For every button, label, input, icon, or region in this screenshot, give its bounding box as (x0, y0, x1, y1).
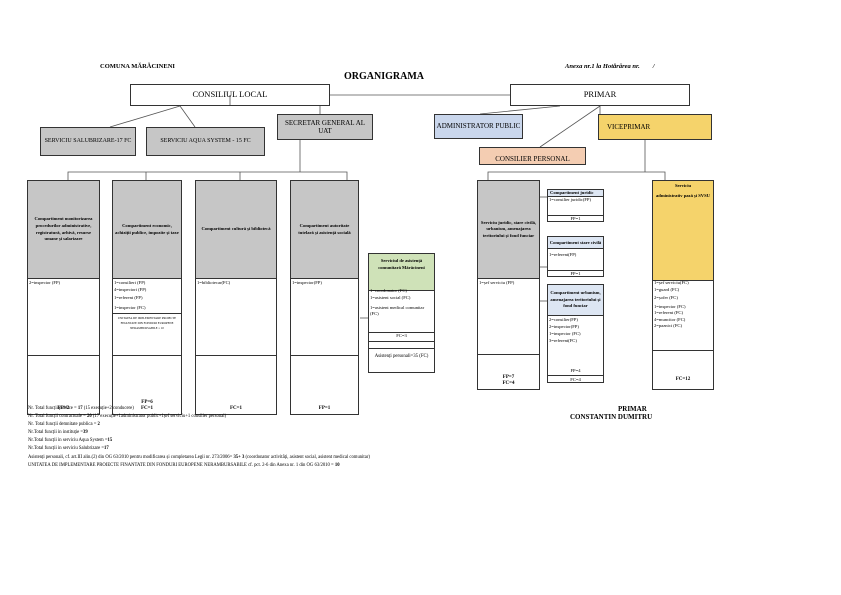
staff-item: 1=asistent social (FC) (370, 295, 411, 301)
box-title: Compartiment juridic (548, 190, 603, 198)
staff-item: 2=șofer (FC) (654, 294, 678, 300)
staff-list: 1=bibliotecar(FC) (197, 279, 275, 286)
salubrizare-box: SERVICIU SALUBRIZARE-17 FC (40, 127, 136, 156)
totals: FP=2 (28, 355, 99, 414)
staff-item: 2=inspector (FP) (29, 280, 61, 285)
column-title: Compartiment economic, achiziții publice… (113, 181, 181, 279)
personal-assistants: Asistenți personali=35 (FC) (369, 348, 434, 360)
staff-list: 1=consilieri (FP) 4=inspectori (FP) 1=re… (114, 279, 180, 311)
compartiment-urbanism-box: Compartiment urbanism, amenajarea terito… (547, 284, 604, 383)
staff-item: 2=paznici (FC) (654, 323, 682, 329)
page-title: ORGANIGRAMA (344, 71, 424, 82)
staff-item: 1=consilieri (FP) (114, 280, 146, 285)
column-title: Compartiment monitorizarea procedurilor … (28, 181, 99, 279)
staff-item: 1=referent(FP) (549, 252, 577, 257)
totals: FC=12 (653, 350, 713, 389)
secretar-general-box: SECRETAR GENERAL AL UAT (277, 114, 373, 140)
staff-item: 1=consilier juridic(FP) (549, 197, 592, 203)
staff-item: 1=referent (FP) (114, 294, 143, 300)
consiliul-local-box: CONSILIUL LOCAL (130, 84, 330, 106)
signature-name: CONSTANTIN DUMITRU (570, 413, 653, 421)
staff-item: 4=muncitor (FC) (654, 316, 686, 322)
total-fp: FP=6 (141, 400, 153, 405)
staff-item: 1=asistent medical comunitar (FC) (370, 304, 425, 316)
total-fc: FC=3 (369, 332, 434, 342)
total-fc: FC=4 (502, 381, 515, 386)
title-line: administrativ pază și SVSU (656, 192, 710, 198)
staff-item: 3=referent(FC) (549, 338, 577, 344)
primar-box: PRIMAR (510, 84, 690, 106)
staff-item: 2=inspector(FP) (549, 324, 579, 330)
compartiment-juridic-box: Compartiment juridic 1=consilier juridic… (547, 189, 604, 222)
staff-item: 1=coordonator (FC) (370, 288, 407, 293)
staff-item: 1=șef serviciu (FP) (479, 280, 515, 285)
staff-item: 4=inspectori (FP) (114, 287, 147, 293)
staff-item: 1=inspector (FC) (114, 305, 146, 311)
total-fp: FP=1 (548, 270, 603, 276)
column-title: Compartiment cultură și bibliotecă (196, 181, 276, 279)
column-title: Serviciul de asistență comunitară Mărăci… (369, 254, 434, 291)
total-fc: FC=12 (675, 377, 691, 382)
column-title: Serviciu juridic, stare civilă, urbanism… (478, 181, 539, 279)
annex-label: Anexa nr.1 la Hotărârea nr. / (565, 63, 655, 70)
consilier-personal-box: CONSILIER PERSONAL (479, 147, 586, 165)
total-fp: FP=1 (548, 215, 603, 221)
note-line: UNITATEA DE IMPLEMENTARE PROIECTE FINANT… (28, 462, 340, 468)
total-fp: FP=4 (570, 368, 581, 373)
box-title: Compartiment urbanism, amenajarea terito… (548, 285, 603, 316)
compartiment-stare-civila-box: Compartiment stare civilă 1=referent(FP)… (547, 236, 604, 277)
total-fp: FP=1 (318, 406, 331, 411)
aqua-system-box: SERVICIU AQUA SYSTEM - 15 FC (146, 127, 265, 156)
staff-item: 1=guard (FC) (654, 287, 680, 293)
signature-role: PRIMAR (618, 405, 647, 413)
staff-item: 1=inspector(FP) (292, 280, 322, 285)
column-juridic: Serviciu juridic, stare civilă, urbanism… (477, 180, 540, 390)
staff-item: 1=inspector (FC) (549, 331, 581, 337)
staff-list: 1=coordonator (FC) 1=asistent social (FC… (370, 287, 433, 317)
total-fc: FC=1 (229, 406, 242, 411)
staff-item: 2=consilier(FP) (549, 317, 578, 322)
column-economic: Compartiment economic, achiziții publice… (112, 180, 182, 415)
note-line: Nr.Total funcții in serviciu Salubrizare… (28, 446, 109, 452)
total-fc: FC=4 (548, 375, 603, 383)
column-autoritate-tutelara: Compartiment autoritate tutelară și asis… (290, 180, 359, 415)
total-fp: FP=2 (57, 406, 70, 411)
note-line: Nr. Total funcții demnitate publica = 2 (28, 422, 100, 428)
title-line: Serviciu (674, 183, 692, 188)
summary-notes: Nr. Total funcții publice = 17 (15 execu… (28, 405, 370, 470)
note-line: Nr. Total funcții contractuale = 20 (17 … (28, 414, 227, 420)
note-line: Nr. Total funcții publice = 17 (15 execu… (28, 406, 134, 411)
commune-name: COMUNA MĂRĂCINENI (100, 63, 175, 70)
staff-list: 1=șef serviciu(FC) 1=guard (FC) 2=șofer … (654, 279, 712, 330)
implementation-unit: UNITATEA DE IMPLEMENTARE PROIECTE FINANT… (113, 313, 181, 338)
column-monitorizare: Compartiment monitorizarea procedurilor … (27, 180, 100, 415)
staff-list: 2=consilier(FP) 2=inspector(FP) 1=inspec… (548, 316, 603, 344)
column-title: Compartiment autoritate tutelară și asis… (291, 181, 358, 279)
column-administrativ: Serviciu administrativ pază și SVSU 1=șe… (652, 180, 714, 390)
total-fp: FP=7 (502, 375, 515, 380)
administrator-public-box: ADMINISTRATOR PUBLIC (434, 114, 523, 139)
totals: FP=1 (291, 355, 358, 414)
staff-item: 1=referent (FC) (654, 310, 683, 316)
column-title: Serviciu administrativ pază și SVSU (653, 181, 713, 281)
staff-item: 1=inspector (FC) (654, 304, 686, 310)
staff-item: 1=bibliotecar(FC) (197, 280, 231, 285)
column-cultura: Compartiment cultură și bibliotecă 1=bib… (195, 180, 277, 415)
note-line: Nr.Total funcții in serviciu Aqua System… (28, 438, 113, 444)
note-line: Asistenți personali, cf. art.III alin.(2… (28, 454, 370, 460)
totals: FC=1 (196, 355, 276, 414)
total-fc: FC=1 (140, 406, 153, 411)
viceprimar-box: VICEPRIMAR (598, 114, 712, 140)
staff-list: 2=inspector (FP) (29, 279, 98, 286)
staff-list: 1=șef serviciu (FP) (479, 279, 538, 286)
asistenta-comunitara-box: Serviciul de asistență comunitară Mărăci… (368, 253, 435, 373)
staff-item: 1=șef serviciu(FC) (654, 280, 689, 285)
staff-list: 1=inspector(FP) (292, 279, 357, 286)
box-title: Compartiment stare civilă (548, 237, 603, 249)
note-line: Nr.Total funcții in instituție =39 (28, 430, 88, 436)
